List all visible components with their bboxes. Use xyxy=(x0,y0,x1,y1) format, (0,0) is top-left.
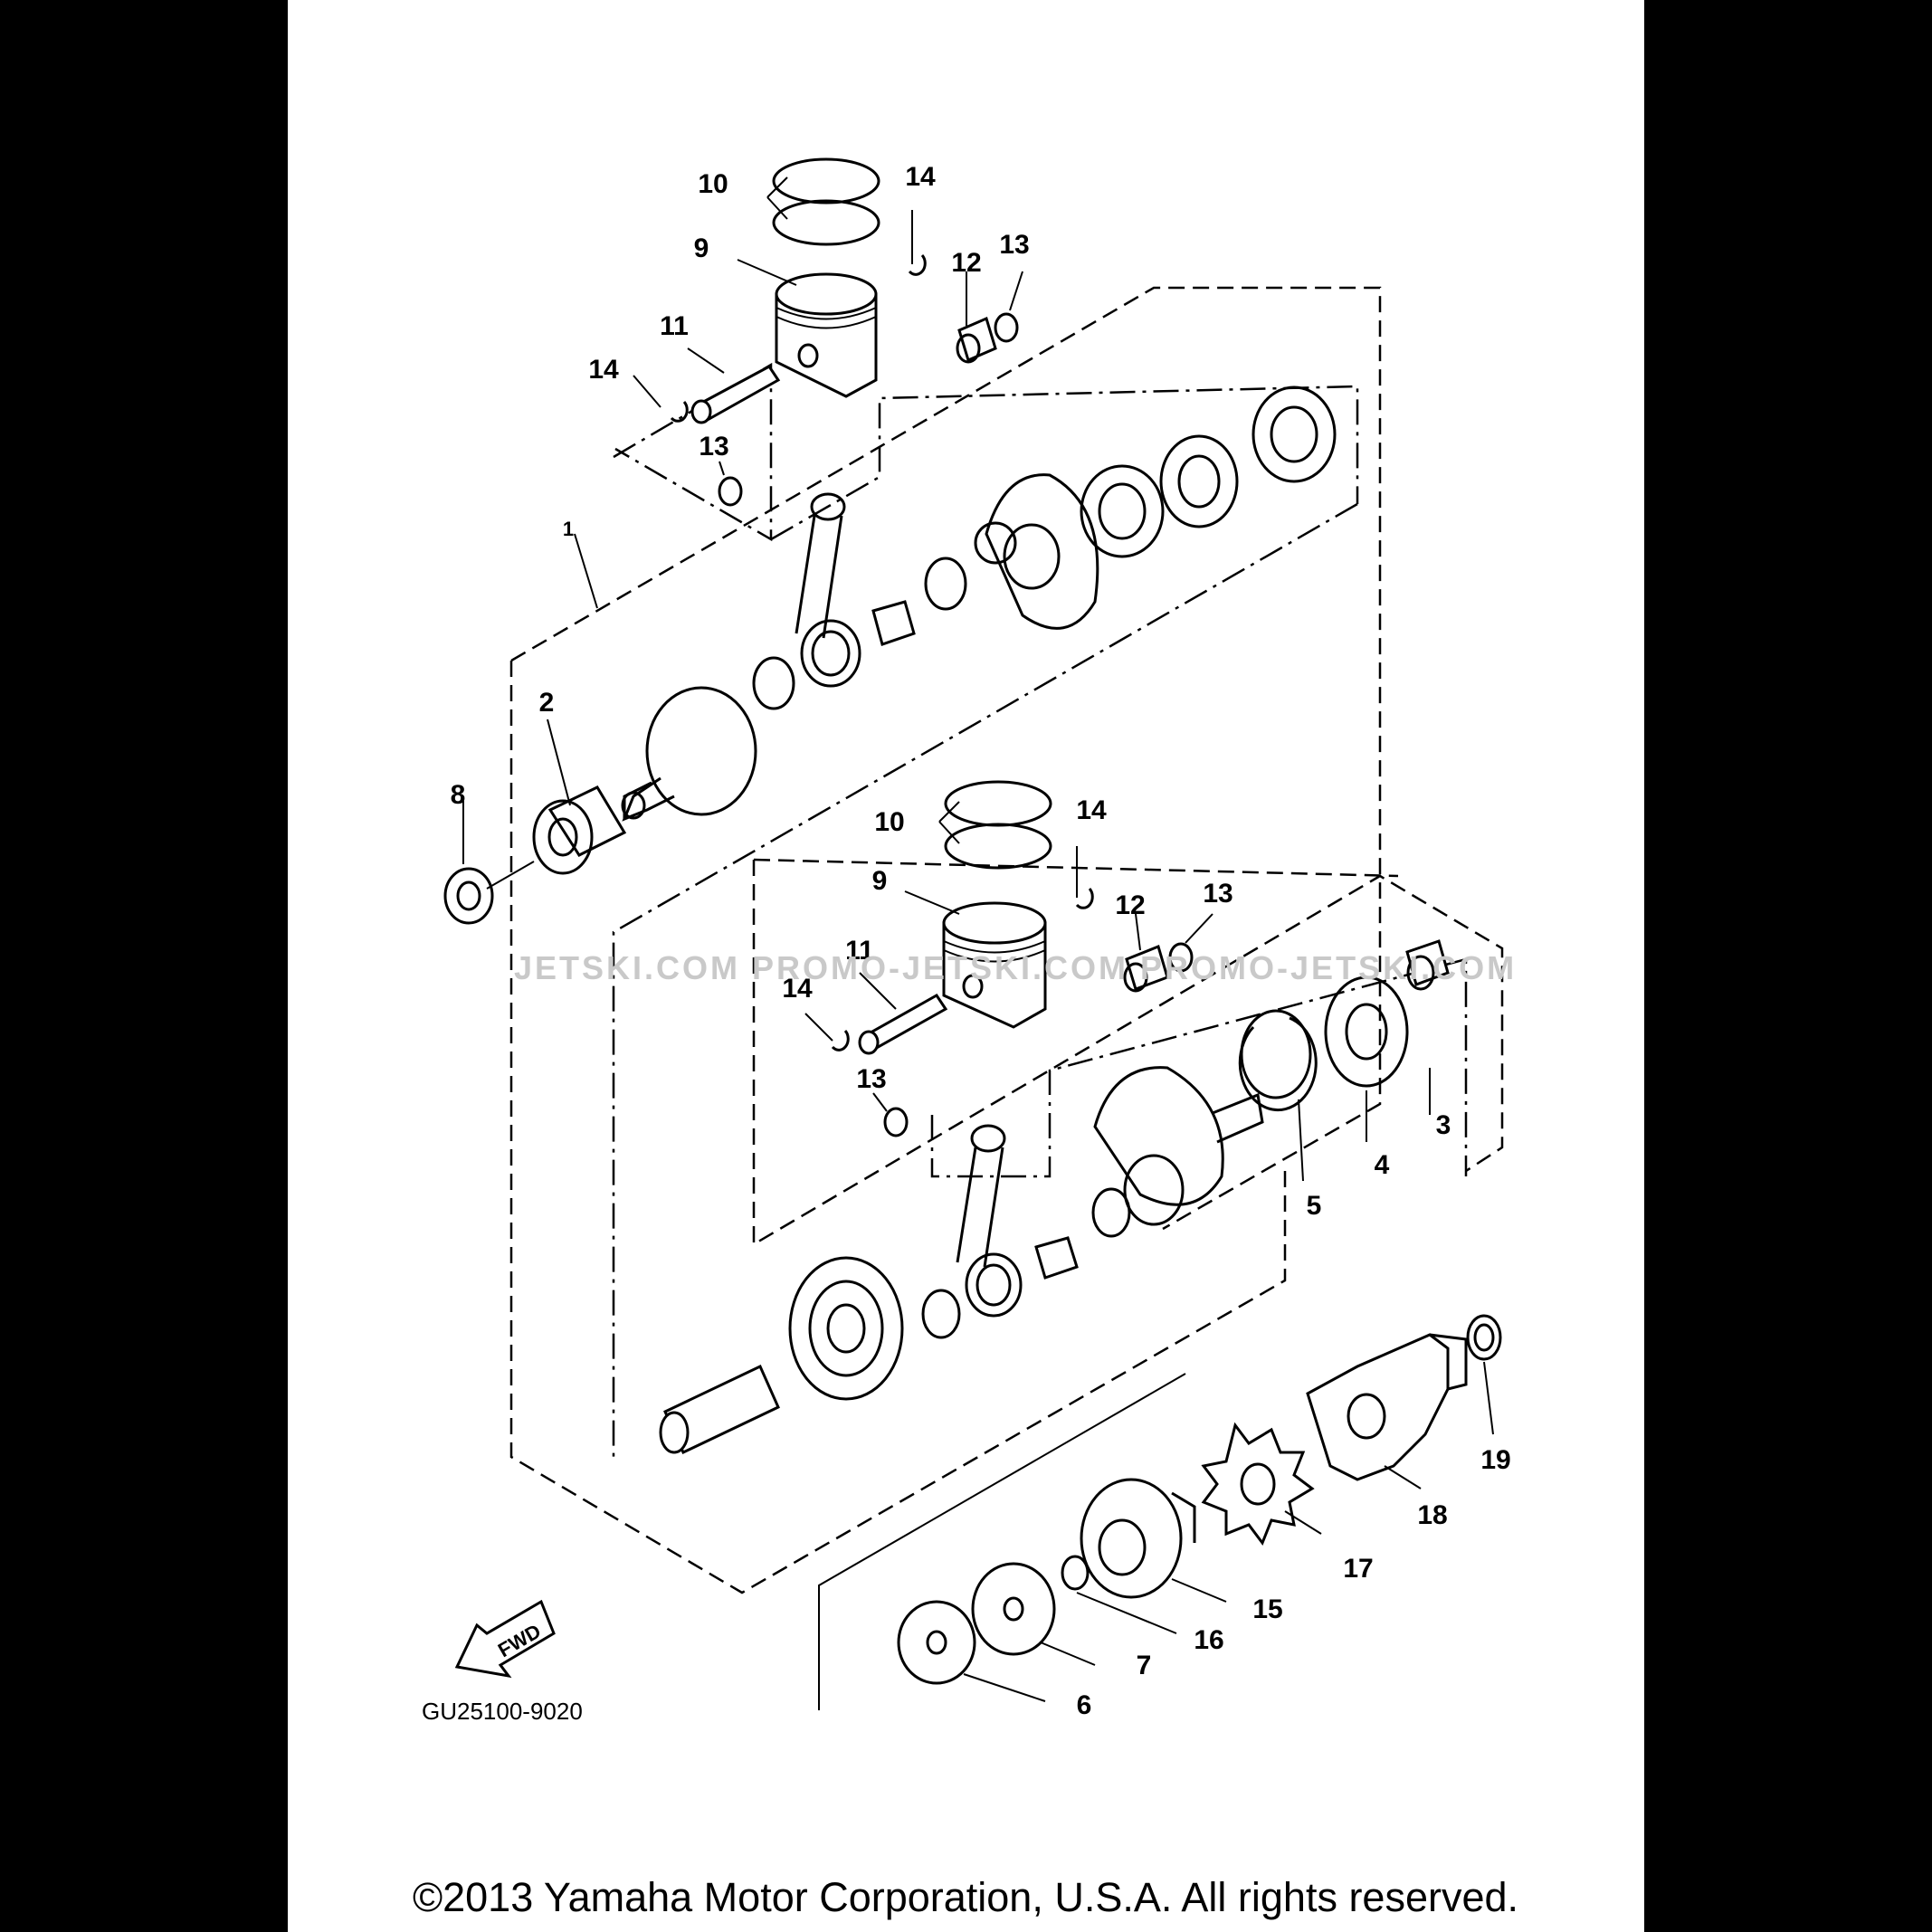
water-pump-washers xyxy=(897,1555,1090,1685)
coupler xyxy=(1306,1333,1468,1481)
lower-crank-web xyxy=(1093,1066,1264,1226)
label-5: 5 xyxy=(1307,1191,1322,1221)
label-13-lower-left: 13 xyxy=(856,1064,886,1094)
watermark-text: JETSKI.COM PROMO-JETSKI.COM PROMO-JETSKI… xyxy=(514,949,1517,986)
leader-lines xyxy=(462,176,1494,1702)
label-10-upper: 10 xyxy=(698,169,728,199)
water-pump-group-boundary xyxy=(818,1373,1186,1710)
oil-seal xyxy=(443,861,535,925)
damper xyxy=(1201,1422,1315,1547)
upper-piston-rings xyxy=(772,157,880,246)
label-8: 8 xyxy=(451,780,466,810)
label-4: 4 xyxy=(1375,1150,1390,1180)
part-labels: 10 14 9 12 13 11 14 13 1 2 8 10 14 9 12 … xyxy=(451,162,1511,1720)
center-bearing xyxy=(788,1256,904,1401)
label-9-upper: 9 xyxy=(694,233,709,263)
lower-connecting-rod xyxy=(956,1124,1023,1318)
label-16: 16 xyxy=(1194,1625,1223,1655)
label-13-upper-right: 13 xyxy=(999,230,1029,260)
diagram-code: GU25100-9020 xyxy=(422,1698,583,1725)
label-14-upper-left: 14 xyxy=(588,355,619,385)
label-3: 3 xyxy=(1436,1110,1451,1140)
upper-crank-web xyxy=(974,473,1099,630)
label-19: 19 xyxy=(1480,1445,1510,1475)
label-10-lower: 10 xyxy=(874,807,904,837)
label-13-lower-right: 13 xyxy=(1203,879,1232,909)
label-6: 6 xyxy=(1077,1690,1092,1720)
lower-needle-bearing xyxy=(1123,944,1169,993)
left-bearing xyxy=(532,785,627,875)
label-14-lower-right: 14 xyxy=(1076,795,1107,825)
label-1: 1 xyxy=(563,518,574,540)
lower-piston-rings xyxy=(944,780,1052,870)
upper-washers-clips xyxy=(670,254,1019,507)
label-2: 2 xyxy=(539,688,555,718)
fwd-arrow-icon: FWD xyxy=(454,1599,556,1679)
label-12-lower: 12 xyxy=(1115,890,1145,920)
lower-washers-clips xyxy=(831,888,1194,1137)
label-12-upper: 12 xyxy=(951,248,981,278)
label-14-upper-right: 14 xyxy=(905,162,936,192)
crankshaft-assembly-boundary xyxy=(509,286,1382,1594)
upper-piston xyxy=(775,272,878,398)
coupler-housing xyxy=(1080,1478,1196,1599)
copyright-notice: ©2013 Yamaha Motor Corporation, U.S.A. A… xyxy=(413,1874,1518,1920)
label-14-lower-left: 14 xyxy=(782,974,813,1004)
upper-needle-bearing xyxy=(956,316,997,364)
end-washer xyxy=(1466,1314,1502,1361)
label-11-upper: 11 xyxy=(660,311,689,341)
lower-piston-pin xyxy=(858,994,948,1055)
lower-piston xyxy=(942,901,1047,1029)
upper-piston-pin xyxy=(690,365,781,424)
label-13-upper-left: 13 xyxy=(699,432,728,462)
lower-bearings-seals xyxy=(921,939,1450,1339)
label-17: 17 xyxy=(1343,1554,1373,1584)
label-9-lower: 9 xyxy=(872,866,888,896)
label-7: 7 xyxy=(1137,1651,1152,1680)
upper-connecting-rod xyxy=(795,492,861,688)
label-15: 15 xyxy=(1252,1594,1282,1624)
crankshaft-left-half xyxy=(621,686,757,822)
upper-bearings-seals xyxy=(752,385,1337,710)
label-11-lower: 11 xyxy=(845,936,874,966)
label-18: 18 xyxy=(1417,1500,1447,1530)
lower-inner-group-boundary xyxy=(930,957,1468,1178)
dowel-pin xyxy=(659,1364,780,1455)
